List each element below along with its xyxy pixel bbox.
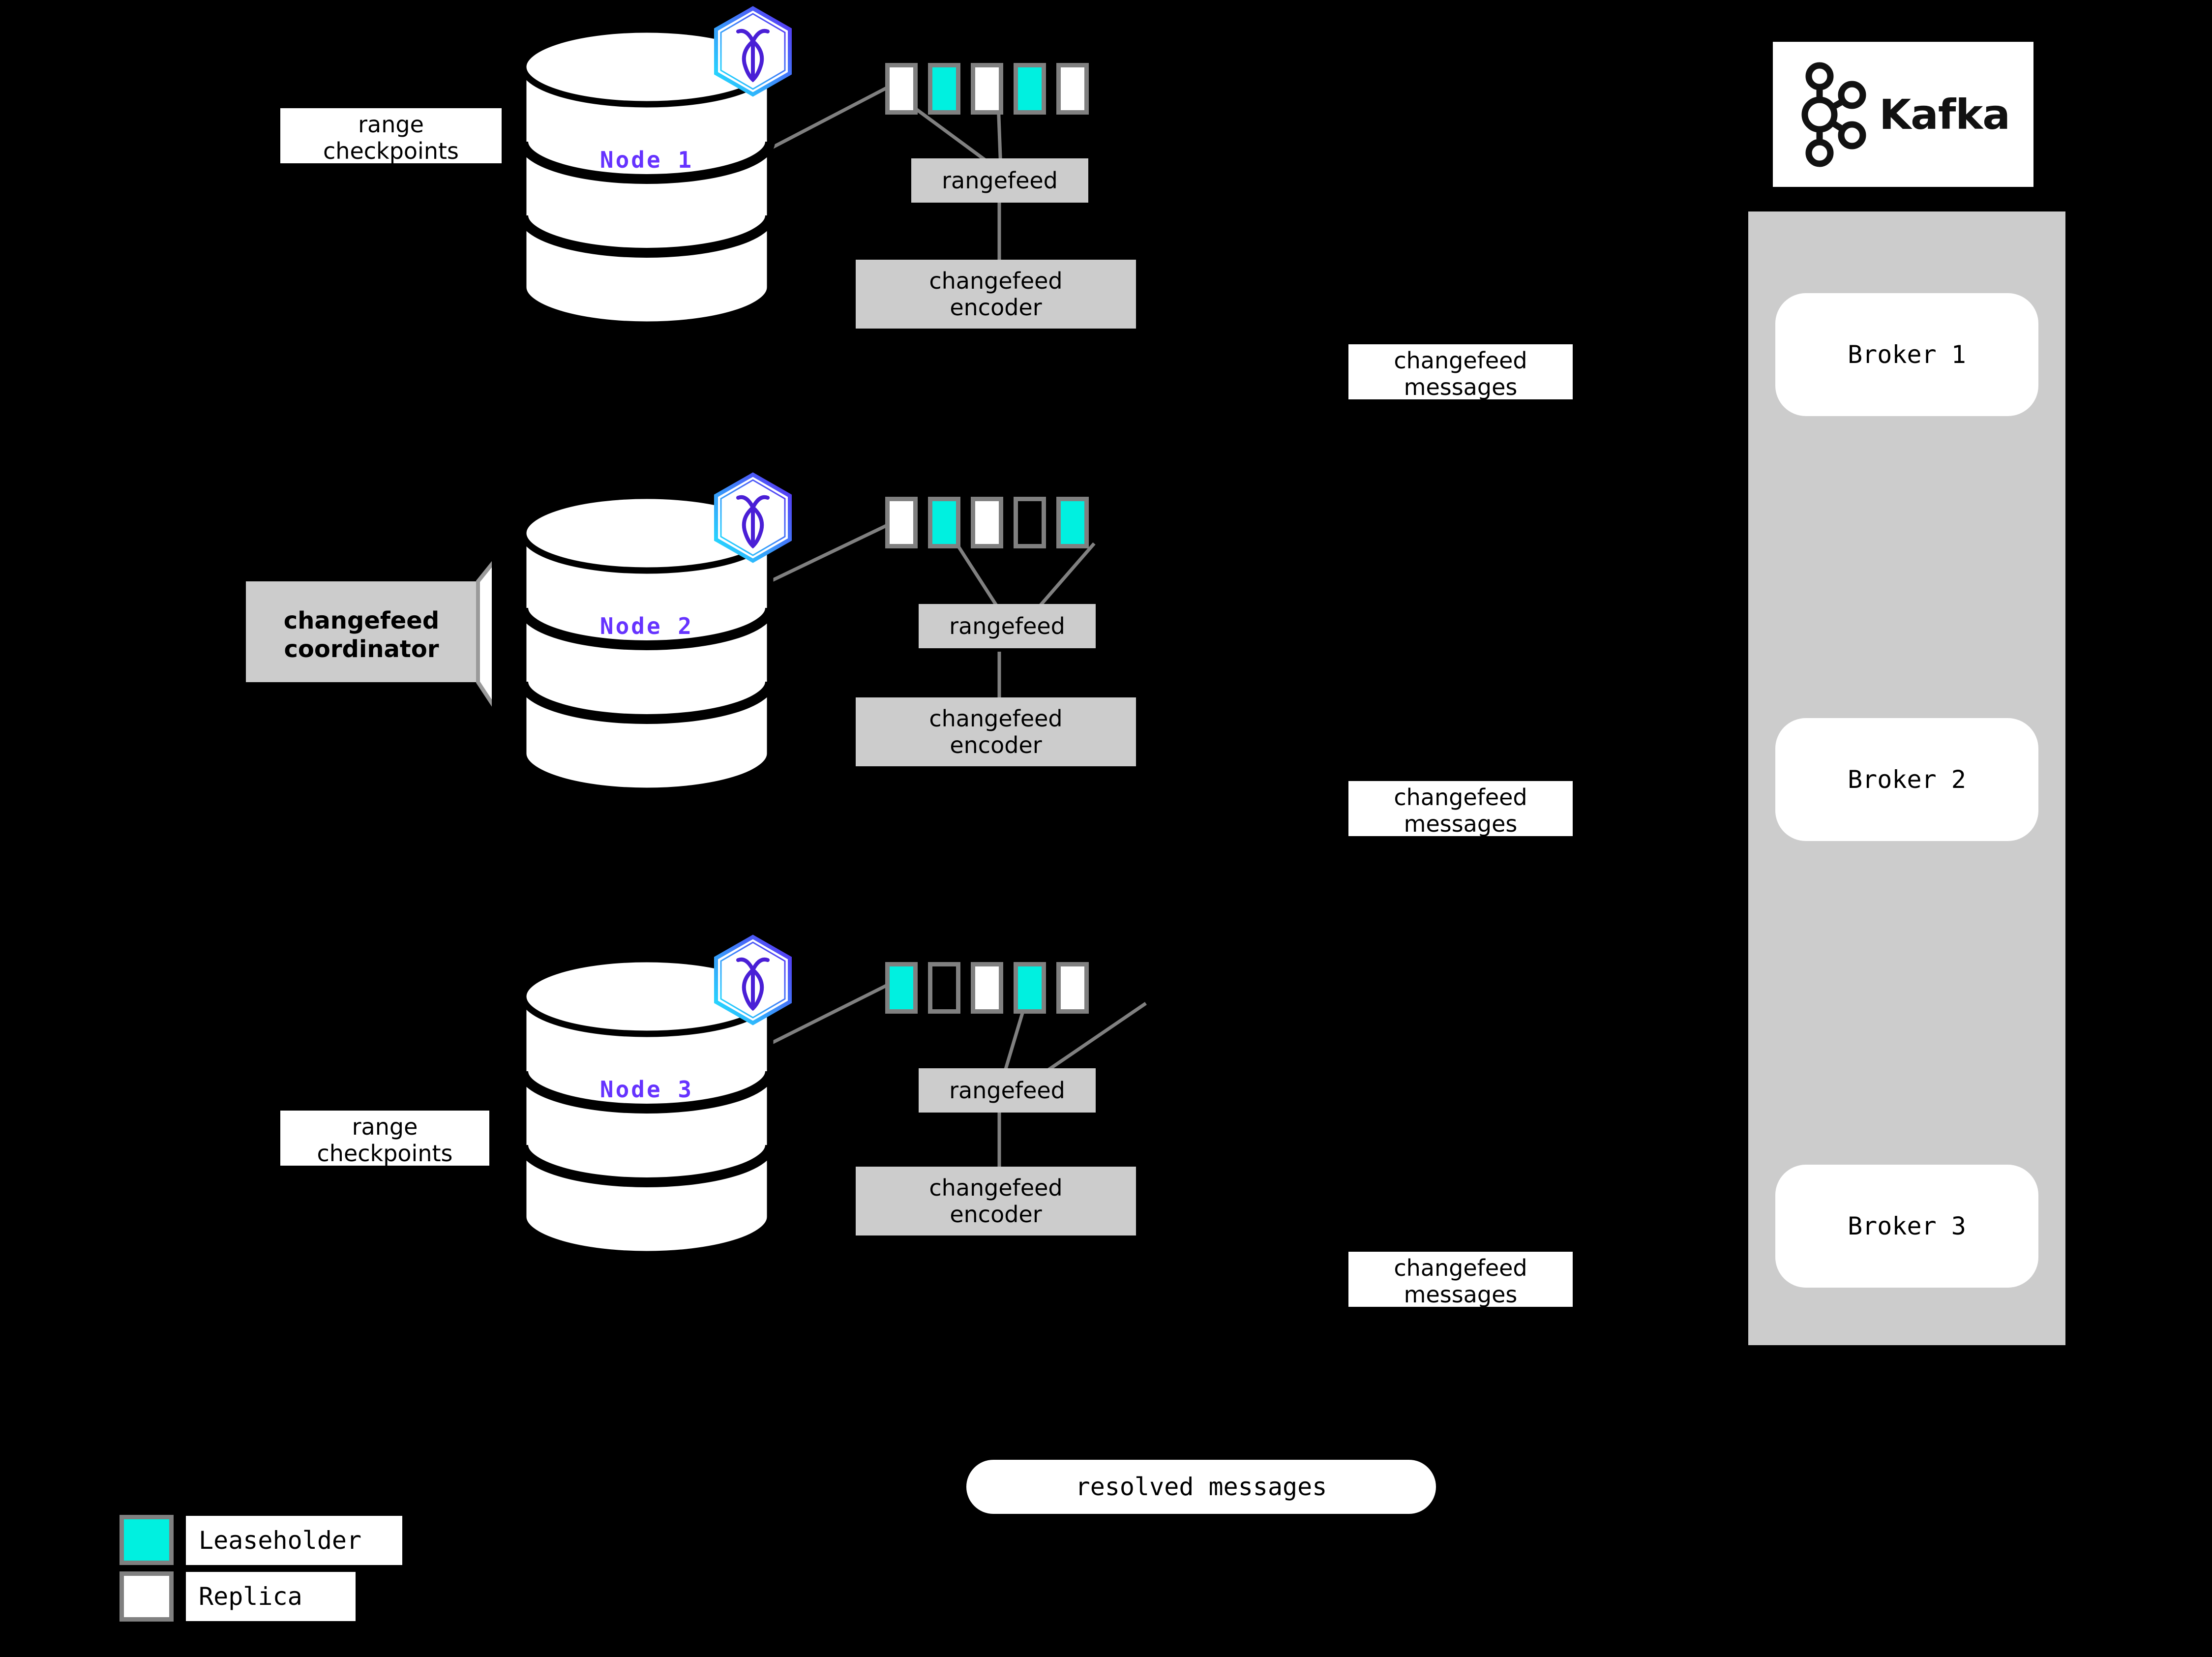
cylinder-shape — [518, 956, 775, 1258]
legend-swatch-replica — [120, 1571, 174, 1622]
range-box[interactable] — [971, 497, 1003, 548]
kafka-logo: Kafka — [1773, 42, 2033, 187]
kafka-network-icon — [1801, 62, 1866, 167]
range-box[interactable] — [971, 962, 1003, 1014]
changefeed-coordinator[interactable]: changefeed coordinator — [246, 540, 508, 732]
changefeed-messages-text: changefeed messages — [1394, 347, 1527, 399]
range-box[interactable] — [1014, 962, 1046, 1014]
range-box[interactable] — [1056, 497, 1089, 548]
node-1-cylinder: Node 1 — [516, 26, 777, 328]
resolved-messages-pill[interactable]: resolved messages — [966, 1460, 1436, 1514]
legend-label-replica: Replica — [186, 1572, 356, 1621]
broker-1[interactable]: Broker 1 — [1775, 293, 2038, 416]
changefeed-messages-label-2: changefeed messages — [1348, 781, 1573, 836]
range-box[interactable] — [885, 497, 918, 548]
node-3-rangefeed-box[interactable]: rangefeed — [919, 1068, 1096, 1113]
range-box[interactable] — [1056, 63, 1089, 115]
legend-swatch-leaseholder — [120, 1515, 174, 1565]
cockroachdb-hexagon-icon — [714, 472, 792, 563]
range-box[interactable] — [1014, 497, 1046, 548]
node-3-changefeed-encoder-box[interactable]: changefeed encoder — [856, 1167, 1136, 1235]
range-box[interactable] — [971, 63, 1003, 115]
cockroachdb-hexagon-icon — [714, 934, 792, 1025]
node-3-range-row — [885, 962, 1089, 1014]
node-1-range-checkpoints-label: range checkpoints — [280, 108, 502, 163]
broker-2[interactable]: Broker 2 — [1775, 718, 2038, 841]
node-1-rangefeed-box[interactable]: rangefeed — [911, 158, 1088, 203]
range-box[interactable] — [885, 63, 918, 115]
range-checkpoints-text: range checkpoints — [323, 111, 459, 163]
changefeed-messages-text: changefeed messages — [1394, 1255, 1527, 1307]
cylinder-shape — [518, 492, 775, 794]
node-3-cylinder: Node 3 — [516, 956, 777, 1258]
broker-3[interactable]: Broker 3 — [1775, 1165, 2038, 1288]
node-2-range-row — [885, 497, 1089, 548]
range-box[interactable] — [1056, 962, 1089, 1014]
changefeed-messages-text: changefeed messages — [1394, 784, 1527, 836]
changefeed-messages-label-3: changefeed messages — [1348, 1252, 1573, 1307]
kafka-wordmark: Kafka — [1879, 90, 2010, 139]
node-1-range-row — [885, 63, 1089, 115]
range-box[interactable] — [1014, 63, 1046, 115]
changefeed-messages-label-1: changefeed messages — [1348, 344, 1573, 399]
range-box[interactable] — [885, 962, 918, 1014]
node-3-range-checkpoints-label: range checkpoints — [280, 1111, 489, 1166]
node-1-changefeed-encoder-box[interactable]: changefeed encoder — [856, 260, 1136, 329]
legend-label-leaseholder: Leaseholder — [186, 1516, 402, 1565]
range-box[interactable] — [928, 63, 960, 115]
range-box[interactable] — [928, 962, 960, 1014]
coordinator-shape — [246, 540, 508, 732]
range-checkpoints-text: range checkpoints — [317, 1114, 453, 1166]
cockroachdb-hexagon-icon — [714, 6, 792, 97]
node-2-rangefeed-box[interactable]: rangefeed — [919, 604, 1096, 648]
range-box[interactable] — [928, 497, 960, 548]
node-2-changefeed-encoder-box[interactable]: changefeed encoder — [856, 697, 1136, 766]
cylinder-shape — [518, 26, 775, 328]
